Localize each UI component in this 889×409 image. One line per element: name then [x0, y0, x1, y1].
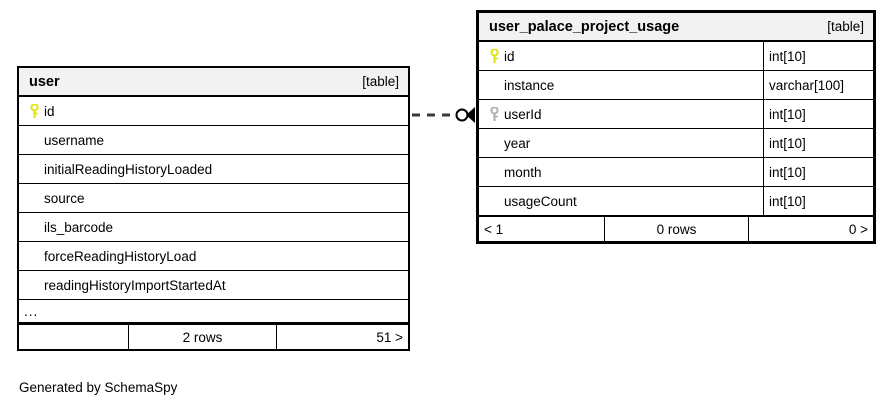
key-placeholder	[24, 242, 44, 270]
field-cell: instance	[479, 71, 763, 99]
table-row[interactable]: id int[10]	[479, 42, 873, 71]
field-type: varchar[100]	[763, 71, 873, 99]
field-cell: initialReadingHistoryLoaded	[19, 155, 408, 183]
field-name: instance	[504, 77, 555, 93]
table-user-palace-project-usage-fields: id int[10] instance varchar[100]	[479, 42, 873, 216]
table-user-palace-project-usage-header: user_palace_project_usage [table]	[479, 13, 873, 42]
field-name: userId	[504, 106, 542, 122]
gray-key-icon	[484, 100, 504, 128]
table-row[interactable]: readingHistoryImportStartedAt	[19, 271, 408, 300]
table-row[interactable]: initialReadingHistoryLoaded	[19, 155, 408, 184]
key-placeholder	[484, 129, 504, 157]
table-row[interactable]: year int[10]	[479, 129, 873, 158]
field-name: id	[504, 48, 515, 64]
key-placeholder	[484, 187, 504, 215]
footer-next-page[interactable]: 0 >	[848, 221, 868, 237]
key-placeholder	[24, 184, 44, 212]
field-type: int[10]	[763, 187, 873, 215]
table-row[interactable]: month int[10]	[479, 158, 873, 187]
table-user-kind: [table]	[362, 74, 399, 89]
table-row[interactable]: instance varchar[100]	[479, 71, 873, 100]
field-name: readingHistoryImportStartedAt	[44, 277, 226, 293]
field-name: id	[44, 103, 55, 119]
table-row[interactable]: forceReadingHistoryLoad	[19, 242, 408, 271]
field-cell: userId	[479, 100, 763, 128]
field-cell: month	[479, 158, 763, 186]
field-type: int[10]	[763, 42, 873, 70]
field-name: username	[44, 132, 105, 148]
footer-left-cell[interactable]	[19, 325, 128, 349]
field-name: year	[504, 135, 531, 151]
key-placeholder	[24, 126, 44, 154]
diagram-caption: Generated by SchemaSpy	[19, 380, 178, 395]
footer-right-cell[interactable]: 51 >	[376, 329, 403, 345]
relationship-arrow-marker	[466, 107, 475, 123]
table-row[interactable]: source	[19, 184, 408, 213]
field-cell: usageCount	[479, 187, 763, 215]
yellow-key-icon	[484, 42, 504, 70]
table-user-palace-project-usage[interactable]: user_palace_project_usage [table] id int…	[476, 10, 876, 244]
relationship-zero-marker	[455, 108, 469, 122]
table-user-palace-project-usage-title: user_palace_project_usage	[489, 18, 680, 35]
field-cell: year	[479, 129, 763, 157]
key-placeholder	[24, 155, 44, 183]
field-cell: id	[479, 42, 763, 70]
field-name: forceReadingHistoryLoad	[44, 248, 197, 264]
yellow-key-icon	[24, 97, 44, 125]
field-name: month	[504, 164, 542, 180]
field-type: int[10]	[763, 100, 873, 128]
footer-rows-count: 2 rows	[128, 325, 277, 349]
table-user-fields: id username initialReadingHistoryLoaded	[19, 97, 408, 324]
table-row[interactable]: username	[19, 126, 408, 155]
field-cell: id	[19, 97, 408, 125]
key-placeholder	[484, 158, 504, 186]
field-name: usageCount	[504, 193, 577, 209]
field-type: int[10]	[763, 158, 873, 186]
field-name: initialReadingHistoryLoaded	[44, 161, 213, 177]
table-row[interactable]: id	[19, 97, 408, 126]
field-name: ils_barcode	[44, 219, 114, 235]
key-placeholder	[24, 213, 44, 241]
more-fields-indicator: ...	[19, 300, 408, 324]
field-cell: forceReadingHistoryLoad	[19, 242, 408, 270]
table-row[interactable]: ils_barcode	[19, 213, 408, 242]
key-placeholder	[24, 271, 44, 299]
table-user-title: user	[29, 73, 60, 90]
table-row[interactable]: usageCount int[10]	[479, 187, 873, 216]
field-cell: source	[19, 184, 408, 212]
table-user[interactable]: user [table] id	[17, 66, 410, 351]
table-user-header: user [table]	[19, 68, 408, 97]
field-cell: readingHistoryImportStartedAt	[19, 271, 408, 299]
table-user-palace-project-usage-footer: < 1 0 rows 0 >	[479, 216, 873, 241]
footer-rows-count: 0 rows	[604, 217, 749, 241]
table-user-footer: 2 rows 51 >	[19, 324, 408, 349]
field-cell: username	[19, 126, 408, 154]
key-placeholder	[484, 71, 504, 99]
field-cell: ils_barcode	[19, 213, 408, 241]
field-type: int[10]	[763, 129, 873, 157]
table-row[interactable]: userId int[10]	[479, 100, 873, 129]
field-name: source	[44, 190, 85, 206]
table-user-palace-project-usage-kind: [table]	[827, 19, 864, 34]
footer-prev-page[interactable]: < 1	[484, 221, 504, 237]
